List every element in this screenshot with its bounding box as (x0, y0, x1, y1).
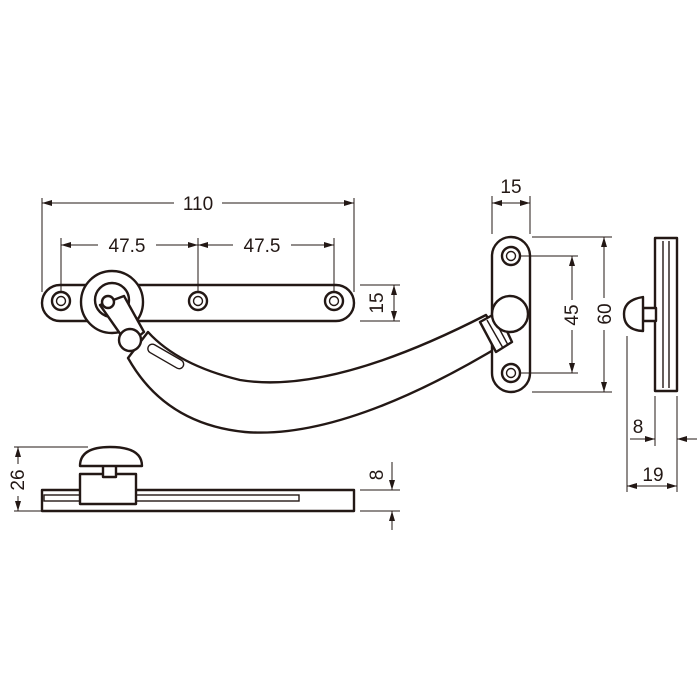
dimension-bracket-hole-pitch: 45 (520, 255, 584, 374)
arm-slot (147, 343, 185, 370)
dimension-bracket-height: 60 (532, 236, 616, 393)
dim-bracket-width-label: 15 (500, 177, 521, 198)
side-channel (653, 236, 679, 393)
dim-side-base-label: 8 (633, 417, 644, 438)
curved-arm (126, 313, 507, 434)
bracket-hole-bottom (500, 362, 522, 384)
dim-bottom-height-label: 26 (8, 469, 29, 490)
dimension-bar-length: 110 (41, 190, 355, 292)
dimension-side-depth: 19 (626, 336, 678, 492)
side-knob-stem (641, 306, 658, 323)
dim-bottom-thickness-label: 8 (367, 470, 388, 481)
dim-bracket-hole-pitch-label: 45 (562, 304, 583, 325)
dimension-side-base: 8 (630, 396, 697, 446)
side-knob-cap (622, 295, 645, 333)
bottom-knob-cap (78, 445, 144, 468)
bottom-view (40, 445, 356, 513)
dim-bar-width-label: 15 (367, 292, 388, 313)
dim-bracket-height-label: 60 (595, 303, 616, 324)
dim-hole-spacing-2-label: 47.5 (244, 236, 281, 257)
bottom-block (78, 472, 138, 506)
top-view (40, 235, 532, 434)
bottom-slot (43, 494, 300, 502)
dimension-bottom-height: 26 (6, 446, 88, 512)
dimension-hole-spacing: 47.5 47.5 (60, 232, 335, 292)
side-view (622, 236, 679, 393)
bracket-knob (490, 294, 530, 334)
pivot-pin (100, 294, 116, 310)
bar-hole-middle (187, 290, 209, 312)
dimension-bottom-thickness: 8 (360, 462, 400, 530)
dimension-bracket-width: 15 (491, 177, 531, 234)
dim-hole-spacing-1-label: 47.5 (109, 236, 146, 257)
dim-side-depth-label: 19 (642, 465, 663, 486)
bar-hole-right (323, 290, 345, 312)
bracket-hole-top (500, 245, 522, 267)
pivot-link-end (117, 327, 143, 353)
bar-hole-left (50, 290, 72, 312)
dimension-bar-width: 15 (360, 284, 400, 322)
dim-bar-length-label: 110 (183, 194, 213, 215)
